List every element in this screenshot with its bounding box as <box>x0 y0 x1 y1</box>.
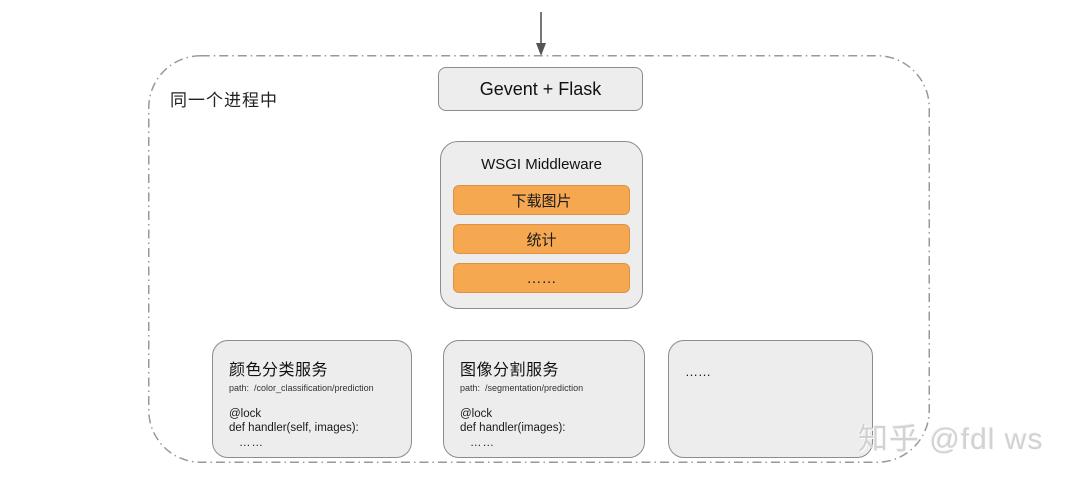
code-ellipsis-line: …… <box>470 437 495 449</box>
service-node-ellipsis: …… <box>668 340 873 458</box>
service-title: 颜色分类服务 <box>229 362 329 379</box>
gevent-flask-label: Gevent + Flask <box>479 78 602 99</box>
service-code-block: @lock def handler(self, images): …… <box>229 407 399 450</box>
middleware-task-ellipsis: …… <box>453 263 630 293</box>
wsgi-middleware-title: WSGI Middleware <box>481 156 602 173</box>
incoming-arrow-icon <box>536 12 546 56</box>
code-decorator-line: @lock <box>229 408 262 420</box>
service-code-block: @lock def handler(images): …… <box>460 407 632 450</box>
wsgi-middleware-task-list: 下载图片 统计 …… <box>453 185 630 293</box>
middleware-task-statistics: 统计 <box>453 224 630 254</box>
middleware-task-download-images: 下载图片 <box>453 185 630 215</box>
service-title: 图像分割服务 <box>460 362 560 379</box>
service-path: path: /color_classification/prediction <box>229 383 374 393</box>
code-decorator-line: @lock <box>460 408 493 420</box>
process-boundary-label: 同一个进程中 <box>170 91 278 110</box>
code-def-line: def handler(images): <box>460 422 566 434</box>
gevent-flask-node: Gevent + Flask <box>438 67 643 111</box>
code-def-line: def handler(self, images): <box>229 422 359 434</box>
service-title: …… <box>685 364 711 379</box>
service-node-image-segmentation: 图像分割服务 path: /segmentation/prediction @l… <box>443 340 645 458</box>
zhihu-watermark: 知乎 @fdl ws <box>858 423 1044 456</box>
code-ellipsis-line: …… <box>239 437 264 449</box>
service-path: path: /segmentation/prediction <box>460 383 584 393</box>
wsgi-middleware-node: WSGI Middleware 下载图片 统计 …… <box>440 141 643 309</box>
service-node-color-classification: 颜色分类服务 path: /color_classification/predi… <box>212 340 412 458</box>
